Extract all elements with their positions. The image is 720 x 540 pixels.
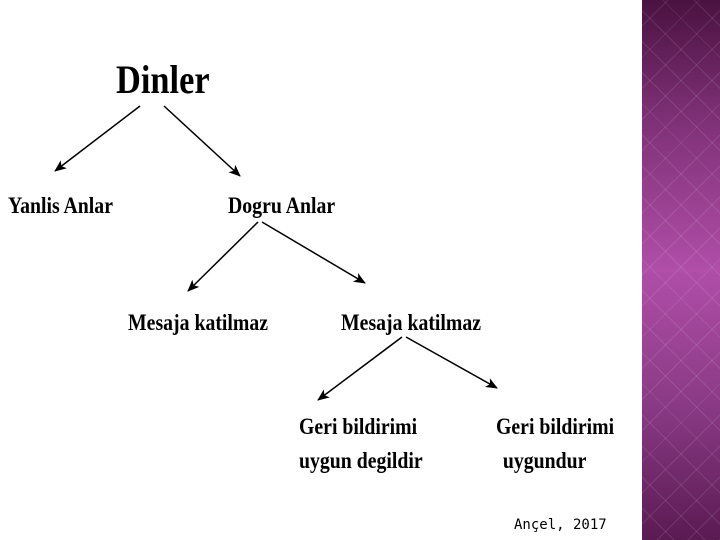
node-mesaja-katilmaz-left: Mesaja katilmaz — [128, 310, 269, 335]
citation: Ançel, 2017 — [514, 517, 607, 533]
node-geri-bildirimi-uygun: Geri bildirimi uygundur — [496, 410, 614, 478]
arrow-mesaja-to-geri-bad — [317, 336, 403, 401]
diagram-edges — [54, 105, 498, 401]
node-mesaja-katilmaz-right: Mesaja katilmaz — [341, 310, 482, 335]
arrow-mesaja-to-geri-good — [405, 336, 498, 389]
slide: Dinler Yanlis Anlar Dogru Anlar Mesaja k… — [8, 57, 615, 533]
arrow-dinler-to-dogru — [163, 105, 241, 177]
node-line-1: Geri bildirimi — [299, 414, 418, 439]
node-dogru-anlar: Dogru Anlar — [228, 193, 336, 218]
node-line-1: Geri bildirimi — [496, 414, 615, 439]
arrow-dogru-to-mesaja-right — [261, 221, 366, 284]
decorative-sidebar — [642, 0, 720, 540]
node-yanlis-anlar: Yanlis Anlar — [8, 193, 113, 218]
arrow-dinler-to-yanlis — [54, 105, 141, 172]
diagram-title: Dinler — [116, 57, 210, 102]
arrow-dogru-to-mesaja-left — [187, 221, 259, 292]
node-line-2: uygun degildir — [299, 448, 423, 473]
node-line-2: uygundur — [502, 448, 587, 473]
node-geri-bildirimi-uygun-degil: Geri bildirimi uygun degildir — [299, 410, 423, 478]
